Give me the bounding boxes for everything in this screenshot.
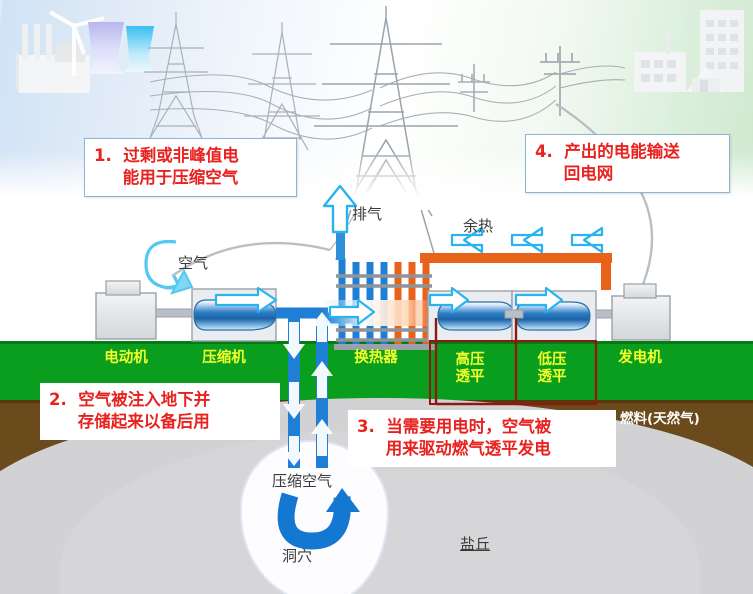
air-intake-arrowhead <box>169 268 194 295</box>
label-motor: 电动机 <box>104 350 148 366</box>
callout-step1: 1. 过剩或非峰值电 能用于压缩空气 <box>84 138 297 197</box>
motor-unit <box>95 280 193 340</box>
label-hp-turbine: 高压 透平 <box>455 352 485 385</box>
label-lp-turbine: 低压 透平 <box>537 352 567 385</box>
callout-step3: 3. 当需要用电时，空气被 用来驱动燃气透平发电 <box>348 410 616 467</box>
hx-inlet-arrow <box>328 298 376 326</box>
grass-edge <box>0 341 753 344</box>
hp-turbine-unit <box>427 290 515 342</box>
heat-exchanger-unit <box>322 258 442 350</box>
air-intake-arrow <box>144 239 181 290</box>
label-exhaust: 排气 <box>352 205 383 223</box>
turbine-shaft <box>504 309 524 319</box>
hp-turbine-arrow <box>428 286 470 314</box>
lp-turbine-arrow <box>514 286 564 314</box>
hot-gas-header <box>420 253 612 263</box>
label-generator: 发电机 <box>618 350 662 366</box>
hot-gas-pipe <box>421 253 611 290</box>
compressor-unit <box>191 288 277 342</box>
label-fuel: 燃料(天然气) <box>620 411 700 427</box>
generator-unit <box>611 283 671 341</box>
label-waste-heat: 余热 <box>463 217 494 235</box>
label-salt-dome: 盐丘 <box>460 535 491 553</box>
label-compressed-air: 压缩空气 <box>272 472 333 490</box>
compressor-flow-arrow <box>214 286 278 314</box>
callout-step4: 4. 产出的电能输送 回电网 <box>525 134 730 193</box>
label-compressor: 压缩机 <box>202 350 246 366</box>
label-cavern: 洞穴 <box>282 547 313 565</box>
lp-turbine-unit <box>511 290 617 342</box>
label-air: 空气 <box>178 254 209 272</box>
callout-step2: 2. 空气被注入地下并 存储起来以备后用 <box>40 383 280 440</box>
label-heat-exchanger: 换热器 <box>354 350 398 366</box>
